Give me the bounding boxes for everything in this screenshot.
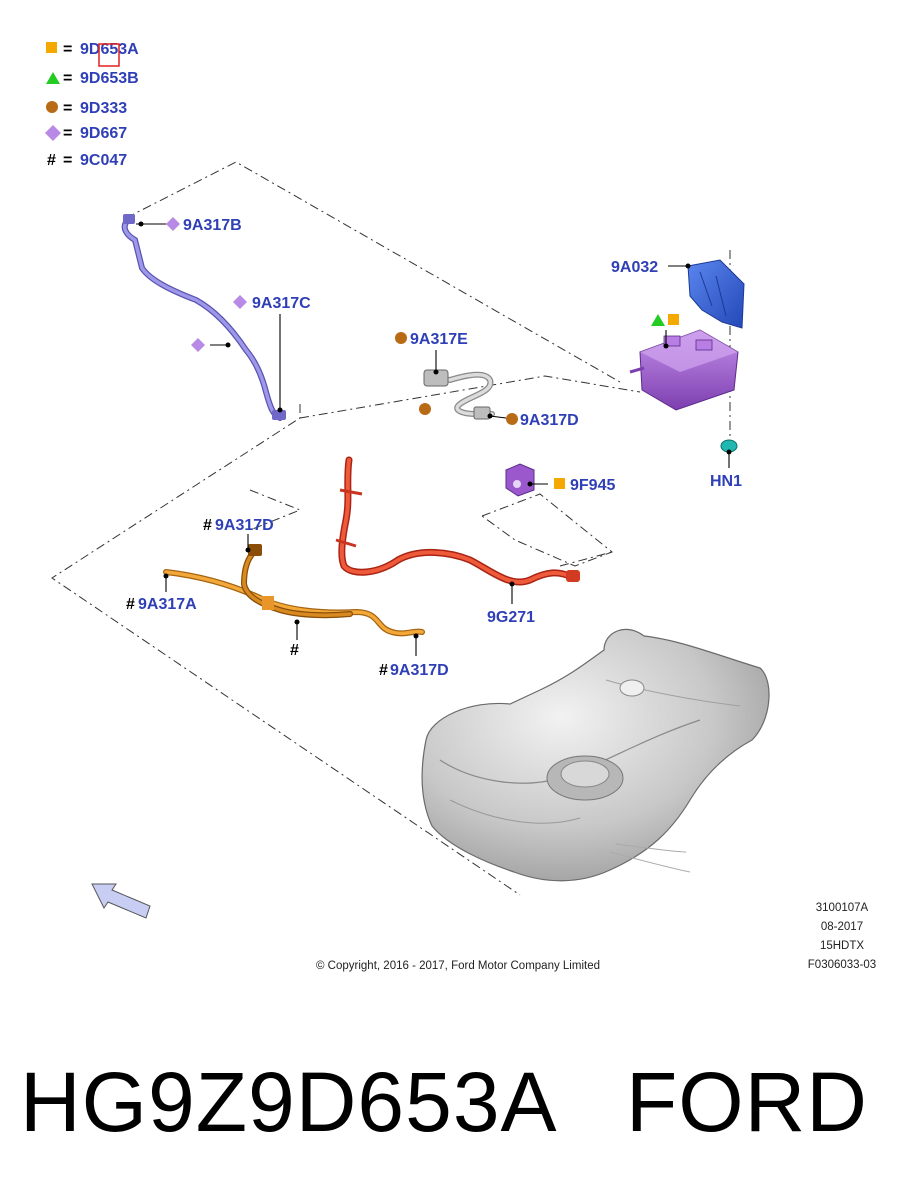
heat-shield[interactable] — [687, 259, 745, 329]
orange-square-icon — [668, 314, 679, 325]
fuel-tank[interactable] — [421, 628, 770, 882]
legend-equals: = — [63, 41, 72, 58]
outline-boundaries — [51, 161, 731, 896]
evap-canister[interactable] — [629, 329, 739, 411]
model-code: 15HDTX — [820, 940, 864, 952]
caption-spacer — [553, 1055, 626, 1149]
legend-equals: = — [63, 152, 72, 169]
tube-assembly-9a317e[interactable] — [423, 369, 495, 420]
callouts: 9A317B 9A317C 9A317E 9A317D 9A032 — [126, 217, 742, 679]
drawing-info-block: 3100107A 08-2017 15HDTX F0306033-03 — [808, 902, 876, 971]
violet-diamond-icon — [233, 295, 247, 309]
callout-hn1[interactable]: HN1 — [710, 473, 742, 490]
hash-icon: # — [290, 642, 299, 659]
brown-circle-icon — [419, 403, 431, 415]
callout-9a317a[interactable]: 9A317A — [138, 596, 197, 613]
hash-icon: # — [379, 662, 388, 679]
legend-item-diamond: = 9D667 — [45, 125, 127, 142]
callout-9a317d-bottom[interactable]: 9A317D — [390, 662, 449, 679]
violet-diamond-icon — [45, 125, 61, 141]
brown-circle-icon — [395, 332, 407, 344]
legend-code[interactable]: 9C047 — [80, 152, 127, 169]
legend-item-triangle: = 9D653B — [46, 70, 139, 87]
vapor-tube-violet[interactable] — [121, 214, 286, 421]
hash-icon: # — [47, 152, 56, 169]
violet-diamond-icon — [191, 338, 205, 352]
legend: = 9D653A = 9D653B = 9D333 = 9D667 # = 9C… — [45, 41, 139, 169]
selection-highlight-box — [98, 43, 120, 67]
legend-item-square: = 9D653A — [46, 41, 139, 67]
legend-code[interactable]: 9D653A — [80, 41, 139, 58]
orange-square-icon — [554, 478, 565, 489]
part-number: HG9Z9D653A — [20, 1055, 553, 1149]
front-direction-arrow-icon — [91, 883, 151, 919]
legend-item-hash: # = 9C047 — [47, 152, 127, 169]
part-caption: HG9Z9D653A FORD — [20, 1052, 900, 1152]
callout-9a317d-left[interactable]: 9A317D — [215, 517, 274, 534]
brand-name: FORD — [625, 1055, 868, 1149]
callout-9a317c[interactable]: 9A317C — [252, 295, 311, 312]
legend-code[interactable]: 9D667 — [80, 125, 127, 142]
callout-9a317d-top[interactable]: 9A317D — [520, 412, 579, 429]
valve-9f945[interactable] — [505, 463, 535, 497]
legend-equals: = — [63, 125, 72, 142]
orange-square-icon — [46, 42, 57, 53]
callout-9g271[interactable]: 9G271 — [487, 609, 535, 626]
callout-9a317b[interactable]: 9A317B — [183, 217, 242, 234]
violet-diamond-icon — [166, 217, 180, 231]
callout-9a317e[interactable]: 9A317E — [410, 331, 468, 348]
legend-item-circle: = 9D333 — [46, 100, 127, 117]
legend-equals: = — [63, 100, 72, 117]
brown-circle-icon — [46, 101, 58, 113]
fuel-line-red[interactable] — [335, 456, 580, 586]
legend-code[interactable]: 9D333 — [80, 100, 127, 117]
green-triangle-icon — [651, 314, 665, 326]
green-triangle-icon — [46, 72, 60, 84]
hash-icon: # — [203, 517, 212, 534]
figure-code: F0306033-03 — [808, 959, 876, 971]
drawing-number: 3100107A — [816, 902, 869, 914]
callout-9a032[interactable]: 9A032 — [611, 259, 658, 276]
fuel-line-orange[interactable] — [163, 544, 425, 637]
copyright-notice: © Copyright, 2016 - 2017, Ford Motor Com… — [316, 960, 600, 972]
hash-icon: # — [126, 596, 135, 613]
drawing-date: 08-2017 — [821, 921, 863, 933]
brown-circle-icon — [506, 413, 518, 425]
fuel-system-diagram: = 9D653A = 9D653B = 9D333 = 9D667 # = 9C… — [45, 41, 876, 972]
legend-equals: = — [63, 70, 72, 87]
callout-9f945[interactable]: 9F945 — [570, 477, 615, 494]
legend-code[interactable]: 9D653B — [80, 70, 139, 87]
